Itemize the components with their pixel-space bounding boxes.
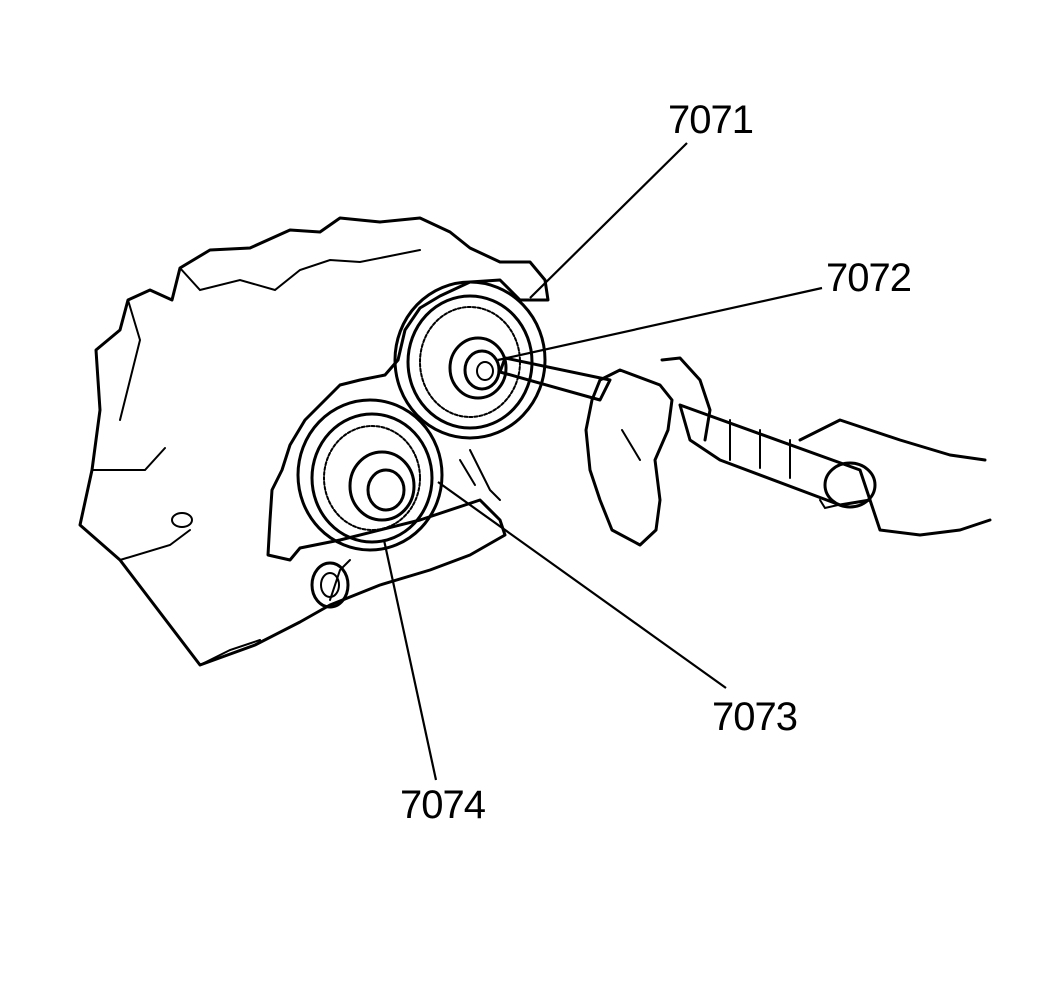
callout-7073: 7073 [712,695,798,739]
upper-gear [393,280,547,440]
callout-7072: 7072 [826,256,912,300]
lower-gear [296,398,444,552]
leader-7071 [529,142,688,299]
leader-lines [382,142,823,781]
callout-7074: 7074 [400,783,486,827]
leader-7074 [382,539,438,781]
technician-hands [584,356,992,547]
pry-tool [498,356,877,509]
leader-7072 [497,286,823,362]
transaxle-case [78,216,550,667]
callout-7071: 7071 [668,98,754,142]
leader-7073 [437,481,727,689]
